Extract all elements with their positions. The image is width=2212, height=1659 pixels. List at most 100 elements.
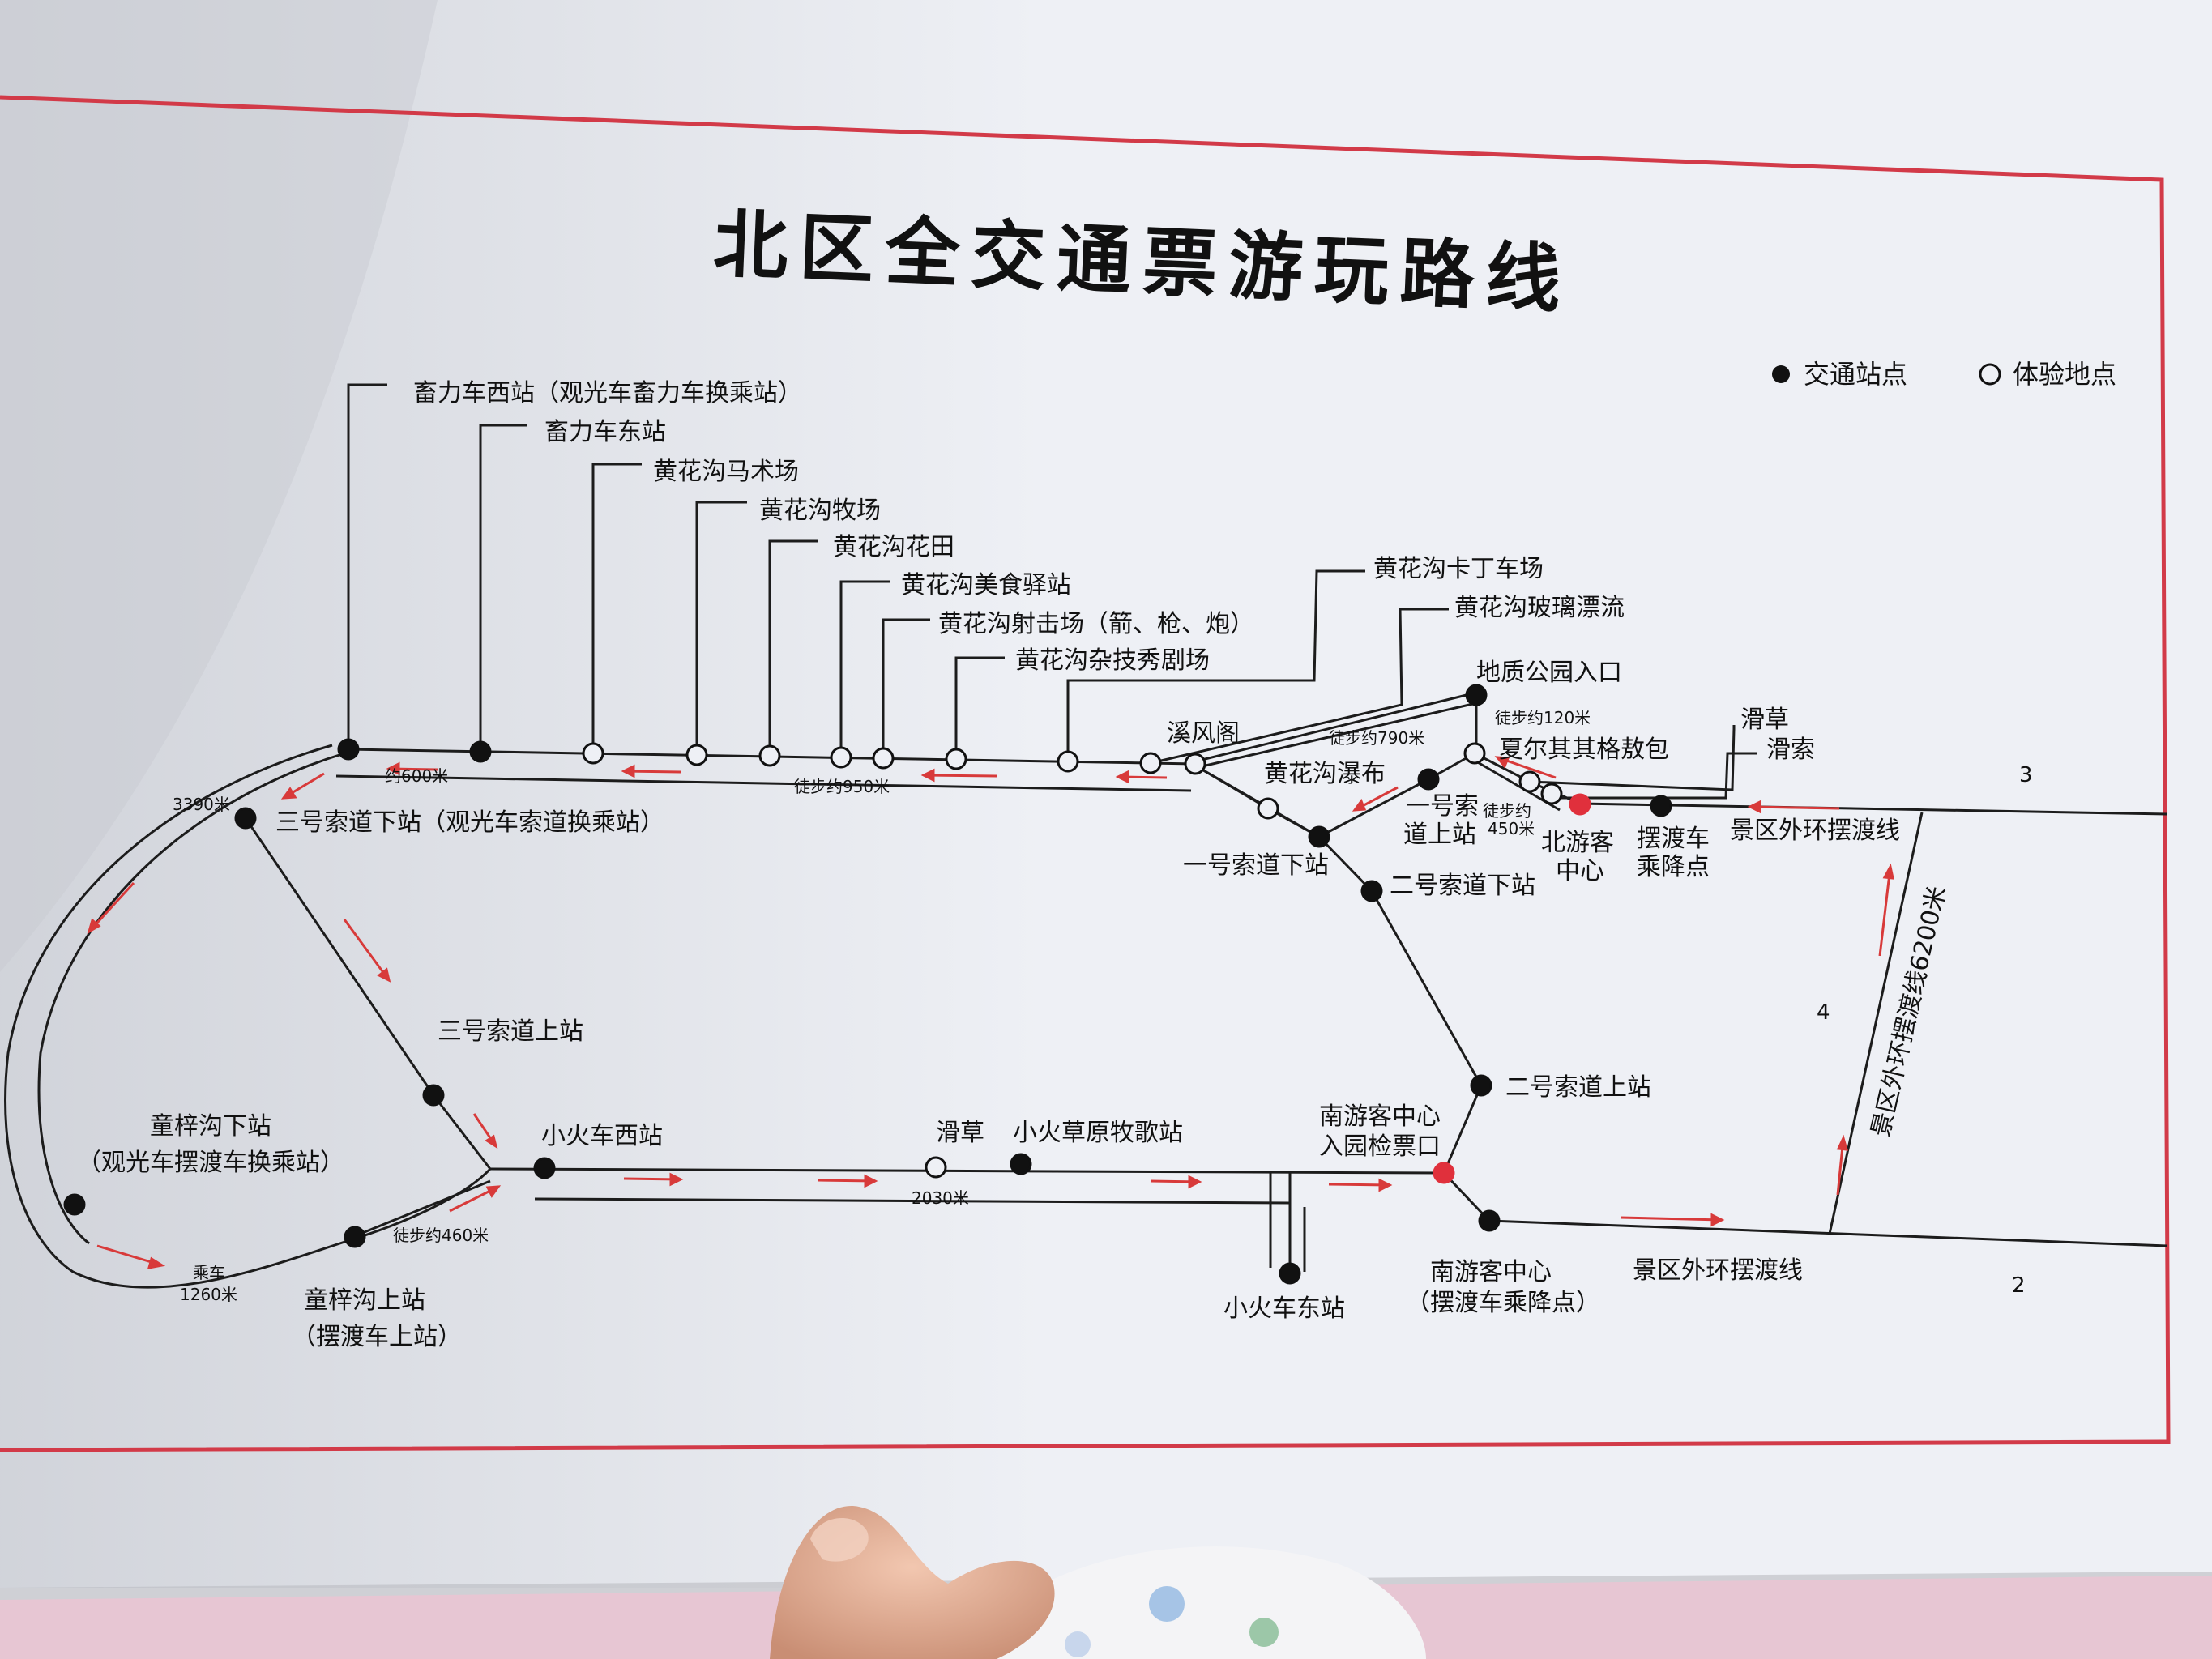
legend-transport-label: 交通站点 — [1804, 359, 1907, 390]
label-cable2-up: 二号索道上站 — [1505, 1073, 1651, 1102]
station-cable1-up[interactable] — [1417, 768, 1440, 791]
spot-sheji[interactable] — [872, 747, 895, 770]
bottom-outer-line — [1488, 1219, 2168, 1247]
station-xiaohuocao[interactable] — [1010, 1153, 1032, 1175]
legend-transport-dot — [1772, 365, 1790, 383]
station-markers — [63, 684, 1672, 1285]
leader-xuli-west — [347, 383, 387, 749]
label-train-east: 小火车东站 — [1223, 1294, 1345, 1323]
label-kading: 黄花沟卡丁车场 — [1373, 555, 1544, 583]
station-tongzi-up[interactable] — [344, 1226, 366, 1248]
station-cable3-down[interactable] — [234, 807, 257, 830]
label-sheji: 黄花沟射击场（箭、枪、炮） — [938, 610, 1254, 638]
leader-meishi — [839, 580, 890, 757]
label-north-center-a: 北游客 — [1541, 829, 1614, 857]
label-south-center-b: （摆渡车乘降点） — [1406, 1289, 1600, 1317]
distance-450-a: 徒步约 — [1483, 801, 1531, 821]
leader-kading — [1066, 569, 1365, 761]
station-train-west[interactable] — [533, 1157, 556, 1179]
station-xuli-east[interactable] — [469, 740, 492, 763]
legend: 交通站点 体验地点 — [1772, 359, 2116, 390]
label-cable3-down: 三号索道下站（观光车索道换乘站） — [275, 808, 664, 837]
label-south-gate-b: 入园检票口 — [1319, 1132, 1441, 1161]
distance-120: 徒步约120米 — [1495, 708, 1591, 727]
distance-460: 徒步约460米 — [393, 1226, 489, 1245]
spot-xiaer[interactable] — [1463, 742, 1486, 765]
label-cable1-up-a: 一号索 — [1406, 792, 1479, 821]
spot-mashu[interactable] — [582, 742, 604, 765]
floral-dot-1 — [1149, 1586, 1185, 1622]
outer-vertical-line — [1828, 812, 1924, 1235]
spot-huasuo[interactable] — [1540, 783, 1563, 805]
distance-2030: 2030米 — [912, 1188, 969, 1208]
label-cable3-up: 三号索道上站 — [438, 1017, 583, 1046]
station-cable2-up[interactable] — [1470, 1074, 1492, 1097]
number-2: 2 — [2012, 1273, 2026, 1298]
leader-zaji — [954, 656, 1005, 759]
label-xiaer: 夏尔其其格敖包 — [1499, 736, 1669, 764]
spot-kading[interactable] — [1057, 750, 1079, 773]
label-waterfall: 黄花沟瀑布 — [1264, 760, 1386, 788]
walk-600-line — [335, 774, 483, 780]
label-tongzi-up-b: （摆渡车上站） — [292, 1323, 462, 1351]
spot-zaji[interactable] — [945, 748, 967, 770]
label-zaji: 黄花沟杂技秀剧场 — [1015, 646, 1210, 675]
label-muchang: 黄花沟牧场 — [759, 497, 881, 525]
station-south-gate[interactable] — [1433, 1162, 1455, 1184]
label-cable2-down: 二号索道下站 — [1390, 872, 1535, 900]
direction-arrows — [87, 756, 1894, 1269]
hand-thumbnail — [810, 1517, 869, 1562]
label-huatian: 黄花沟花田 — [833, 533, 954, 561]
label-outer-bottom: 景区外环摆渡线 — [1633, 1256, 1803, 1285]
floral-dot-2 — [1249, 1618, 1279, 1647]
distance-1260-a: 乘车 — [193, 1263, 225, 1282]
label-mashu: 黄花沟马术场 — [653, 458, 799, 486]
station-shuttle-stop[interactable] — [1650, 795, 1672, 817]
label-tongzi-up-a: 童梓沟上站 — [304, 1286, 425, 1315]
label-huasuo: 滑索 — [1766, 736, 1815, 764]
spot-huacao-top[interactable] — [1518, 770, 1541, 793]
leader-huacao-top — [1529, 725, 1736, 791]
spot-boli[interactable] — [1139, 752, 1162, 774]
label-train-west: 小火车西站 — [541, 1122, 663, 1150]
labels: 畜力车西站（观光车畜力车换乘站） 畜力车东站 黄花沟马术场 黄花沟牧场 黄花沟花… — [77, 379, 1952, 1351]
spot-meishi[interactable] — [830, 746, 852, 769]
label-meishi: 黄花沟美食驿站 — [901, 571, 1071, 599]
spot-muchang[interactable] — [685, 744, 708, 766]
leader-sheji — [882, 618, 930, 758]
label-cable1-down: 一号索道下站 — [1183, 851, 1329, 880]
leader-xuli-east — [479, 424, 527, 752]
label-xifengge: 溪风阁 — [1167, 719, 1240, 748]
leader-huasuo — [1552, 752, 1757, 800]
label-shuttle-b: 乘降点 — [1637, 853, 1710, 881]
label-cable1-up-b: 道上站 — [1403, 821, 1476, 849]
station-cable1-down[interactable] — [1308, 825, 1330, 848]
floral-cloth — [956, 1546, 1426, 1659]
spot-xifengge[interactable] — [1184, 753, 1206, 775]
left-loop-inner — [37, 752, 345, 1245]
distance-950: 徒步约950米 — [794, 777, 890, 796]
distance-600: 约600米 — [385, 766, 448, 786]
station-train-east[interactable] — [1279, 1262, 1301, 1285]
spot-waterfall[interactable] — [1257, 797, 1279, 820]
station-geopark[interactable] — [1465, 684, 1488, 706]
tongzi-walk-line — [356, 1179, 491, 1237]
spot-huatian[interactable] — [758, 744, 781, 767]
station-cable2-down[interactable] — [1360, 880, 1383, 902]
distance-790: 徒步约790米 — [1329, 728, 1424, 748]
leader-boli — [1150, 608, 1449, 765]
station-north-center[interactable] — [1569, 793, 1591, 816]
number-3: 3 — [2019, 763, 2033, 787]
photo-shadow — [0, 0, 438, 972]
station-south-center[interactable] — [1478, 1209, 1501, 1232]
label-tongzi-down-b: （观光车摆渡车换乘站） — [77, 1149, 344, 1177]
label-boli: 黄花沟玻璃漂流 — [1454, 594, 1625, 622]
paper-fold-shade — [0, 0, 1045, 1588]
station-cable3-up[interactable] — [422, 1084, 445, 1107]
spot-huacao-bottom[interactable] — [925, 1156, 947, 1179]
floral-dot-3 — [1065, 1631, 1091, 1657]
station-tongzi-down[interactable] — [63, 1193, 86, 1216]
station-xuli-west[interactable] — [337, 738, 360, 761]
leader-huatian — [768, 539, 818, 756]
